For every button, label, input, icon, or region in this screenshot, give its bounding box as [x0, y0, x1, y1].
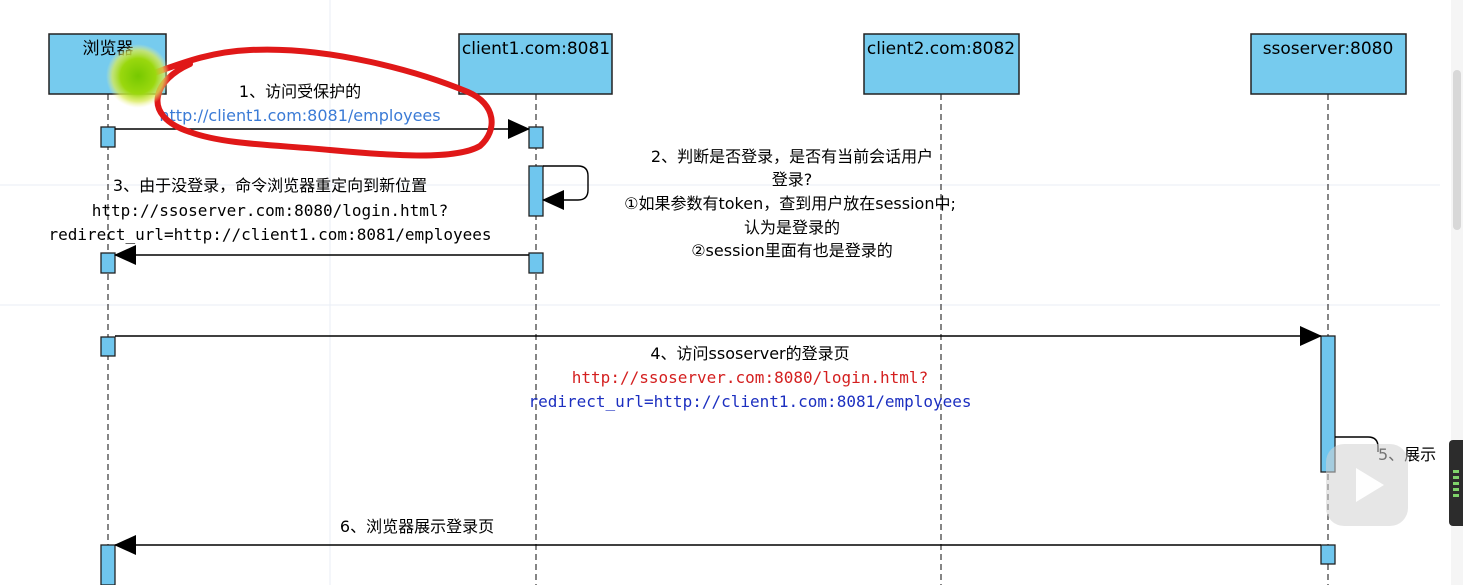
activation-client1-3: [528, 252, 544, 274]
message-1-url: http://client1.com:8081/employees: [159, 106, 440, 125]
message-2-self-arrow: [542, 165, 589, 210]
actor-client1-label: client1.com:8081: [462, 39, 610, 59]
scrollbar-thumb[interactable]: [1453, 70, 1461, 230]
activation-browser-2: [100, 252, 116, 274]
vertical-scrollbar[interactable]: [1451, 0, 1463, 585]
activation-browser-4: [100, 544, 116, 585]
message-2-line-3: ①如果参数有token，查到用户放在session中;: [624, 194, 956, 213]
message-4-url: http://ssoserver.com:8080/login.html?: [572, 368, 928, 387]
side-panel-handle[interactable]: [1449, 440, 1463, 526]
activation-browser-3: [100, 336, 116, 357]
message-2-line-2: 登录?: [772, 170, 813, 189]
message-3-url: http://ssoserver.com:8080/login.html?: [92, 201, 448, 220]
message-4-label: 4、访问ssoserver的登录页: [650, 344, 849, 363]
play-button[interactable]: [1326, 444, 1408, 526]
cursor-highlight: [106, 44, 170, 108]
message-6-label: 6、浏览器展示登录页: [340, 517, 494, 536]
actor-client1: client1.com:8081: [458, 33, 613, 95]
activation-ssoserver-2: [1320, 544, 1336, 565]
message-1-label: 1、访问受保护的: [239, 82, 361, 101]
message-2-line-4: 认为是登录的: [744, 218, 840, 237]
activation-client1-1: [528, 126, 544, 149]
actor-client2-label: client2.com:8082: [867, 39, 1015, 59]
activation-client1-2: [528, 165, 544, 217]
play-icon: [1356, 468, 1384, 502]
message-2-line-1: 2、判断是否登录，是否有当前会话用户: [651, 147, 933, 166]
message-3-label: 3、由于没登录，命令浏览器重定向到新位置: [113, 176, 427, 195]
red-annotation-scribble: [137, 46, 495, 159]
message-3-redirect: redirect_url=http://client1.com:8081/emp…: [48, 225, 491, 244]
actor-ssoserver-label: ssoserver:8080: [1263, 39, 1394, 59]
message-4-redirect: redirect_url=http://client1.com:8081/emp…: [528, 392, 971, 411]
activation-browser-1: [100, 126, 116, 148]
message-2-line-5: ②session里面有也是登录的: [691, 241, 893, 260]
actor-client2: client2.com:8082: [863, 33, 1020, 95]
actor-ssoserver: ssoserver:8080: [1250, 33, 1407, 95]
